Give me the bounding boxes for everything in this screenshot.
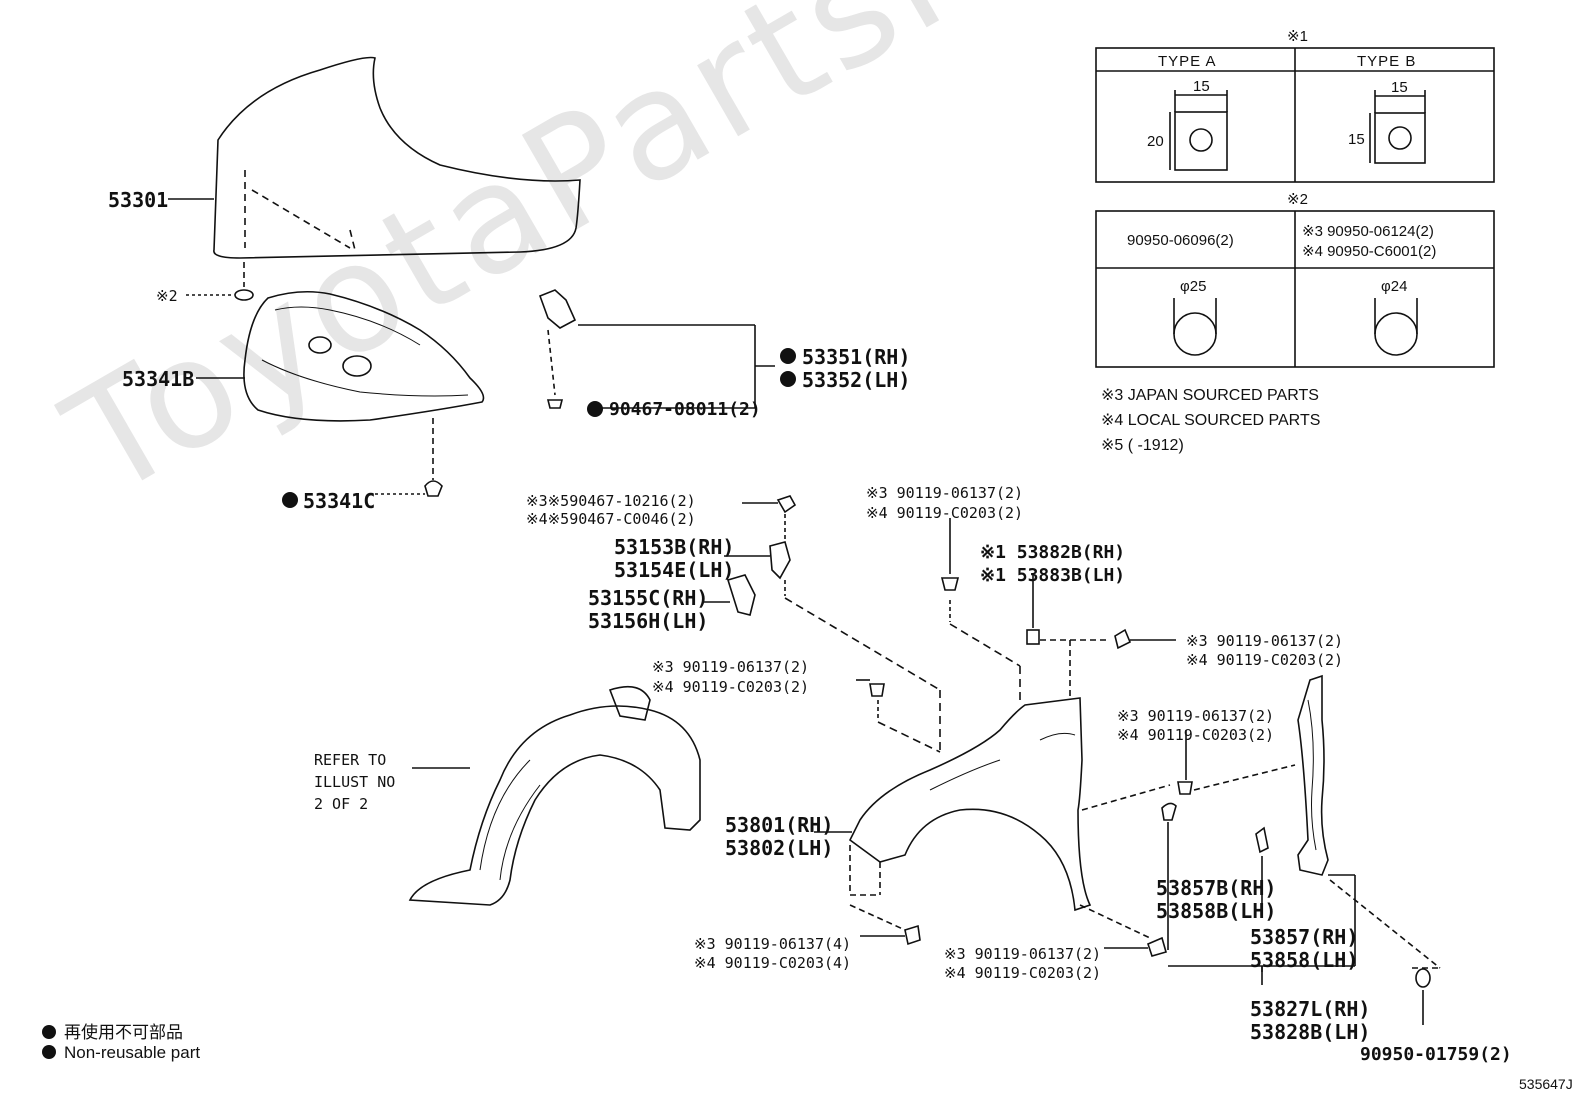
label-bracket2-rh: 53155C(RH) [588, 586, 709, 610]
label-clip-c0046: ※4※590467-C0046(2) [526, 510, 696, 528]
label-seal3-rh: 53857(RH) [1250, 925, 1359, 949]
table2-right-part-1: ※3 90950-06124(2) [1302, 223, 1434, 240]
non-reusable-dot [780, 371, 796, 387]
label-bolt-c2: ※4 90119-C0203(2) [1186, 651, 1344, 669]
table1-a-width: 15 [1193, 78, 1210, 95]
label-seal-rh: 53351(RH) [802, 345, 911, 369]
liner-shape [408, 705, 701, 906]
label-fender-lh: 53802(LH) [725, 836, 834, 860]
label-bolt-b2: ※4 90119-C0203(2) [652, 678, 810, 696]
label-clip-10216: ※3※590467-10216(2) [526, 492, 696, 510]
label-bracket-rh: 53153B(RH) [614, 535, 735, 559]
legend-dot-icon [42, 1045, 56, 1059]
label-bolt-a1: ※3 90119-06137(2) [866, 484, 1024, 502]
hood-shape [213, 56, 581, 259]
label-bolt-e1: ※3 90119-06137(4) [694, 935, 852, 953]
table1-col-a: TYPE A [1158, 53, 1217, 70]
label-bolt-d1: ※3 90119-06137(2) [1117, 707, 1275, 725]
fender-shape [848, 697, 1092, 912]
legend-en: Non-reusable part [42, 1043, 200, 1063]
label-refer-2: ILLUST NO [314, 773, 396, 791]
label-bolt-b1: ※3 90119-06137(2) [652, 658, 810, 676]
label-insulator-clip: 53341C [303, 489, 376, 513]
non-reusable-dot [282, 492, 298, 508]
label-pad-lh: ※1 53883B(LH) [980, 565, 1126, 586]
table1-b-width: 15 [1391, 79, 1408, 96]
label-pad-rh: ※1 53882B(RH) [980, 542, 1126, 563]
label-refer-1: REFER TO [314, 751, 387, 769]
non-reusable-dot [587, 401, 603, 417]
label-insulator: 53341B [122, 367, 195, 391]
note-date-range: ※5 ( -1912) [1101, 437, 1184, 454]
label-bolt-a2: ※4 90119-C0203(2) [866, 504, 1024, 522]
table2-left-part: 90950-06096(2) [1127, 232, 1234, 249]
label-seal2-lh: 53858B(LH) [1156, 899, 1277, 923]
label-bolt-e2: ※4 90119-C0203(4) [694, 954, 852, 972]
legend-jp: 再使用不可部品 [42, 1018, 183, 1043]
label-bolt-d2: ※4 90119-C0203(2) [1117, 726, 1275, 744]
label-panel-rh: 53827L(RH) [1250, 997, 1371, 1021]
table2-left-diameter: φ25 [1180, 278, 1207, 295]
label-bracket2-lh: 53156H(LH) [588, 609, 709, 633]
label-bolt-f1: ※3 90119-06137(2) [944, 945, 1102, 963]
label-seal3-lh: 53858(LH) [1250, 948, 1359, 972]
note-japan-sourced: ※3 JAPAN SOURCED PARTS [1101, 387, 1319, 404]
label-panel-lh: 53828B(LH) [1250, 1020, 1371, 1044]
diagram-id: 535647J [1519, 1076, 1573, 1092]
label-fender-rh: 53801(RH) [725, 813, 834, 837]
label-bracket-lh: 53154E(LH) [614, 558, 735, 582]
label-bolt-f2: ※4 90119-C0203(2) [944, 964, 1102, 982]
legend-en-text: Non-reusable part [64, 1043, 201, 1062]
label-clip-08011: 90467-08011(2) [609, 399, 761, 420]
table2-title: ※2 [1287, 191, 1308, 208]
non-reusable-dot [780, 348, 796, 364]
legend-dot-icon [42, 1025, 56, 1039]
table1-col-b: TYPE B [1357, 53, 1417, 70]
label-seal2-rh: 53857B(RH) [1156, 876, 1277, 900]
note-local-sourced: ※4 LOCAL SOURCED PARTS [1101, 412, 1321, 429]
label-bolt-c1: ※3 90119-06137(2) [1186, 632, 1344, 650]
table2-right-part-2: ※4 90950-C6001(2) [1302, 243, 1437, 260]
table1-b-height: 15 [1348, 131, 1365, 148]
label-ref2: ※2 [156, 287, 178, 305]
table1-title: ※1 [1287, 28, 1308, 45]
label-seal-lh: 53352(LH) [802, 368, 911, 392]
table2-right-diameter: φ24 [1381, 278, 1408, 295]
table1-a-height: 20 [1147, 133, 1164, 150]
label-hood: 53301 [108, 188, 169, 212]
insulator-shape [243, 290, 485, 422]
label-plug: 90950-01759(2) [1360, 1044, 1512, 1065]
label-refer-3: 2 OF 2 [314, 795, 369, 813]
legend-jp-text: 再使用不可部品 [64, 1023, 183, 1042]
panel-shape [1297, 674, 1329, 876]
